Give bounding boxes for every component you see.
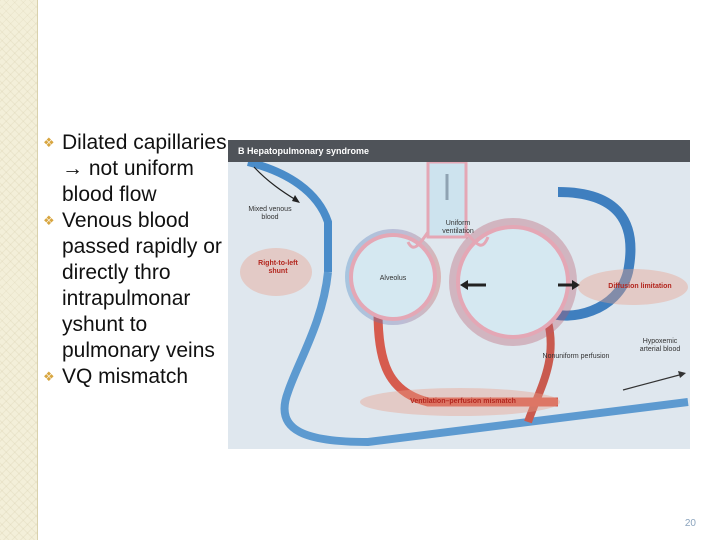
bullet-item: ❖ Venous blood passed rapidly or directl… <box>40 208 230 364</box>
label-nonuniform-perfusion: Nonuniform perfusion <box>542 353 610 360</box>
bullet-list: ❖ Dilated capillaries → not uniform bloo… <box>40 130 230 390</box>
bullet-item: ❖ VQ mismatch <box>40 364 230 390</box>
hepatopulmonary-diagram: B Hepatopulmonary syndrome <box>228 140 690 449</box>
label-uniform-ventilation: Uniform ventilation <box>442 220 474 235</box>
label-hypoxemic-arterial-blood: Hypoxemic arterial blood <box>639 338 681 353</box>
bullet-marker-icon: ❖ <box>43 369 55 384</box>
bullet-item: ❖ Dilated capillaries → not uniform bloo… <box>40 130 230 208</box>
diagram-illustration <box>240 162 689 447</box>
page-number: 20 <box>684 518 696 529</box>
label-right-to-left-shunt: Right-to-left shunt <box>258 260 298 275</box>
decorative-side-band <box>0 0 38 540</box>
label-diffusion-limitation: Diffusion limitation <box>608 283 672 290</box>
label-alveolus: Alveolus <box>379 275 407 282</box>
bullet-text: VQ mismatch <box>62 365 189 388</box>
bullet-text: Venous blood passed rapidly or directly … <box>62 209 222 362</box>
bullet-text: Dilated capillaries → not uniform blood … <box>62 131 227 206</box>
bullet-marker-icon: ❖ <box>43 213 55 228</box>
label-mixed-venous: Mixed venous blood <box>248 206 292 221</box>
label-ventilation-perfusion-mismatch: Ventilation–perfusion mismatch <box>410 398 516 405</box>
figure-header: B Hepatopulmonary syndrome <box>228 140 690 162</box>
bullet-marker-icon: ❖ <box>43 135 55 150</box>
